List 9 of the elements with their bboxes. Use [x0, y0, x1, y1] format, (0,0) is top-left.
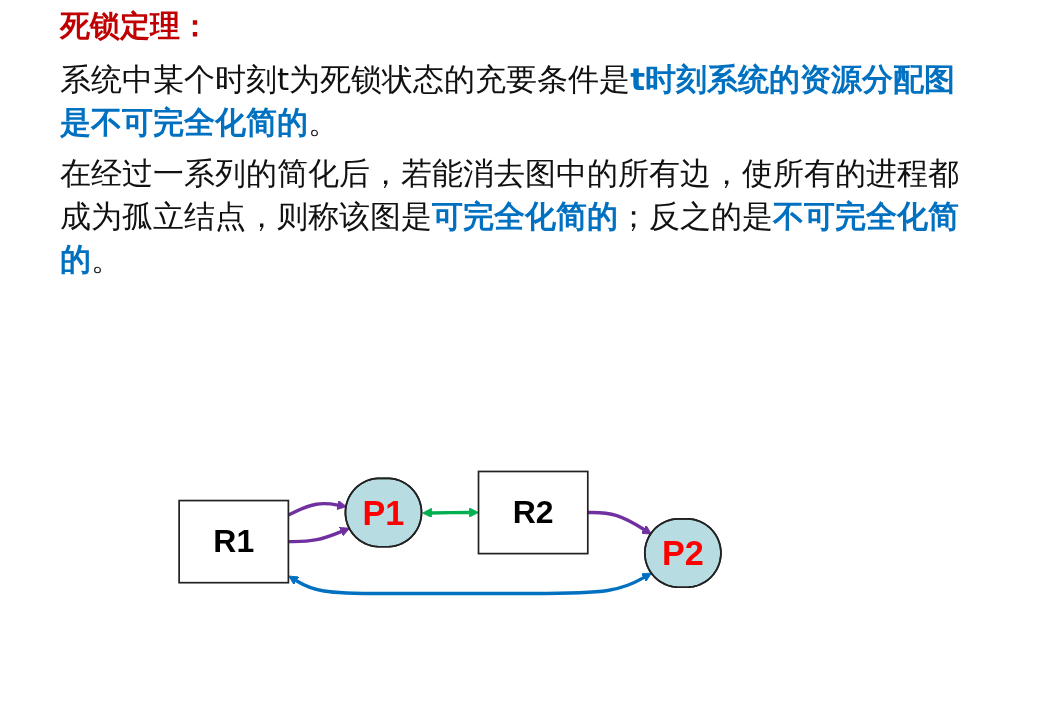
- heading: 死锁定理：: [60, 7, 210, 45]
- paragraph: 在经过一系列的简化后，若能消去图中的所有边，使所有的进程都成为孤立结点，则称该图是可完全化简的；反之的是不可完全化简的。: [60, 154, 960, 279]
- arrow: [288, 527, 350, 544]
- arrow: [422, 507, 479, 518]
- arrow: [587, 510, 652, 535]
- node-box: R2: [477, 470, 589, 555]
- paragraph: 系统中某个时刻t为死锁状态的充要条件是t时刻系统的资源分配图是不可完全化简的。: [60, 60, 956, 142]
- node-box: R1: [178, 499, 290, 584]
- arrow: [288, 572, 652, 596]
